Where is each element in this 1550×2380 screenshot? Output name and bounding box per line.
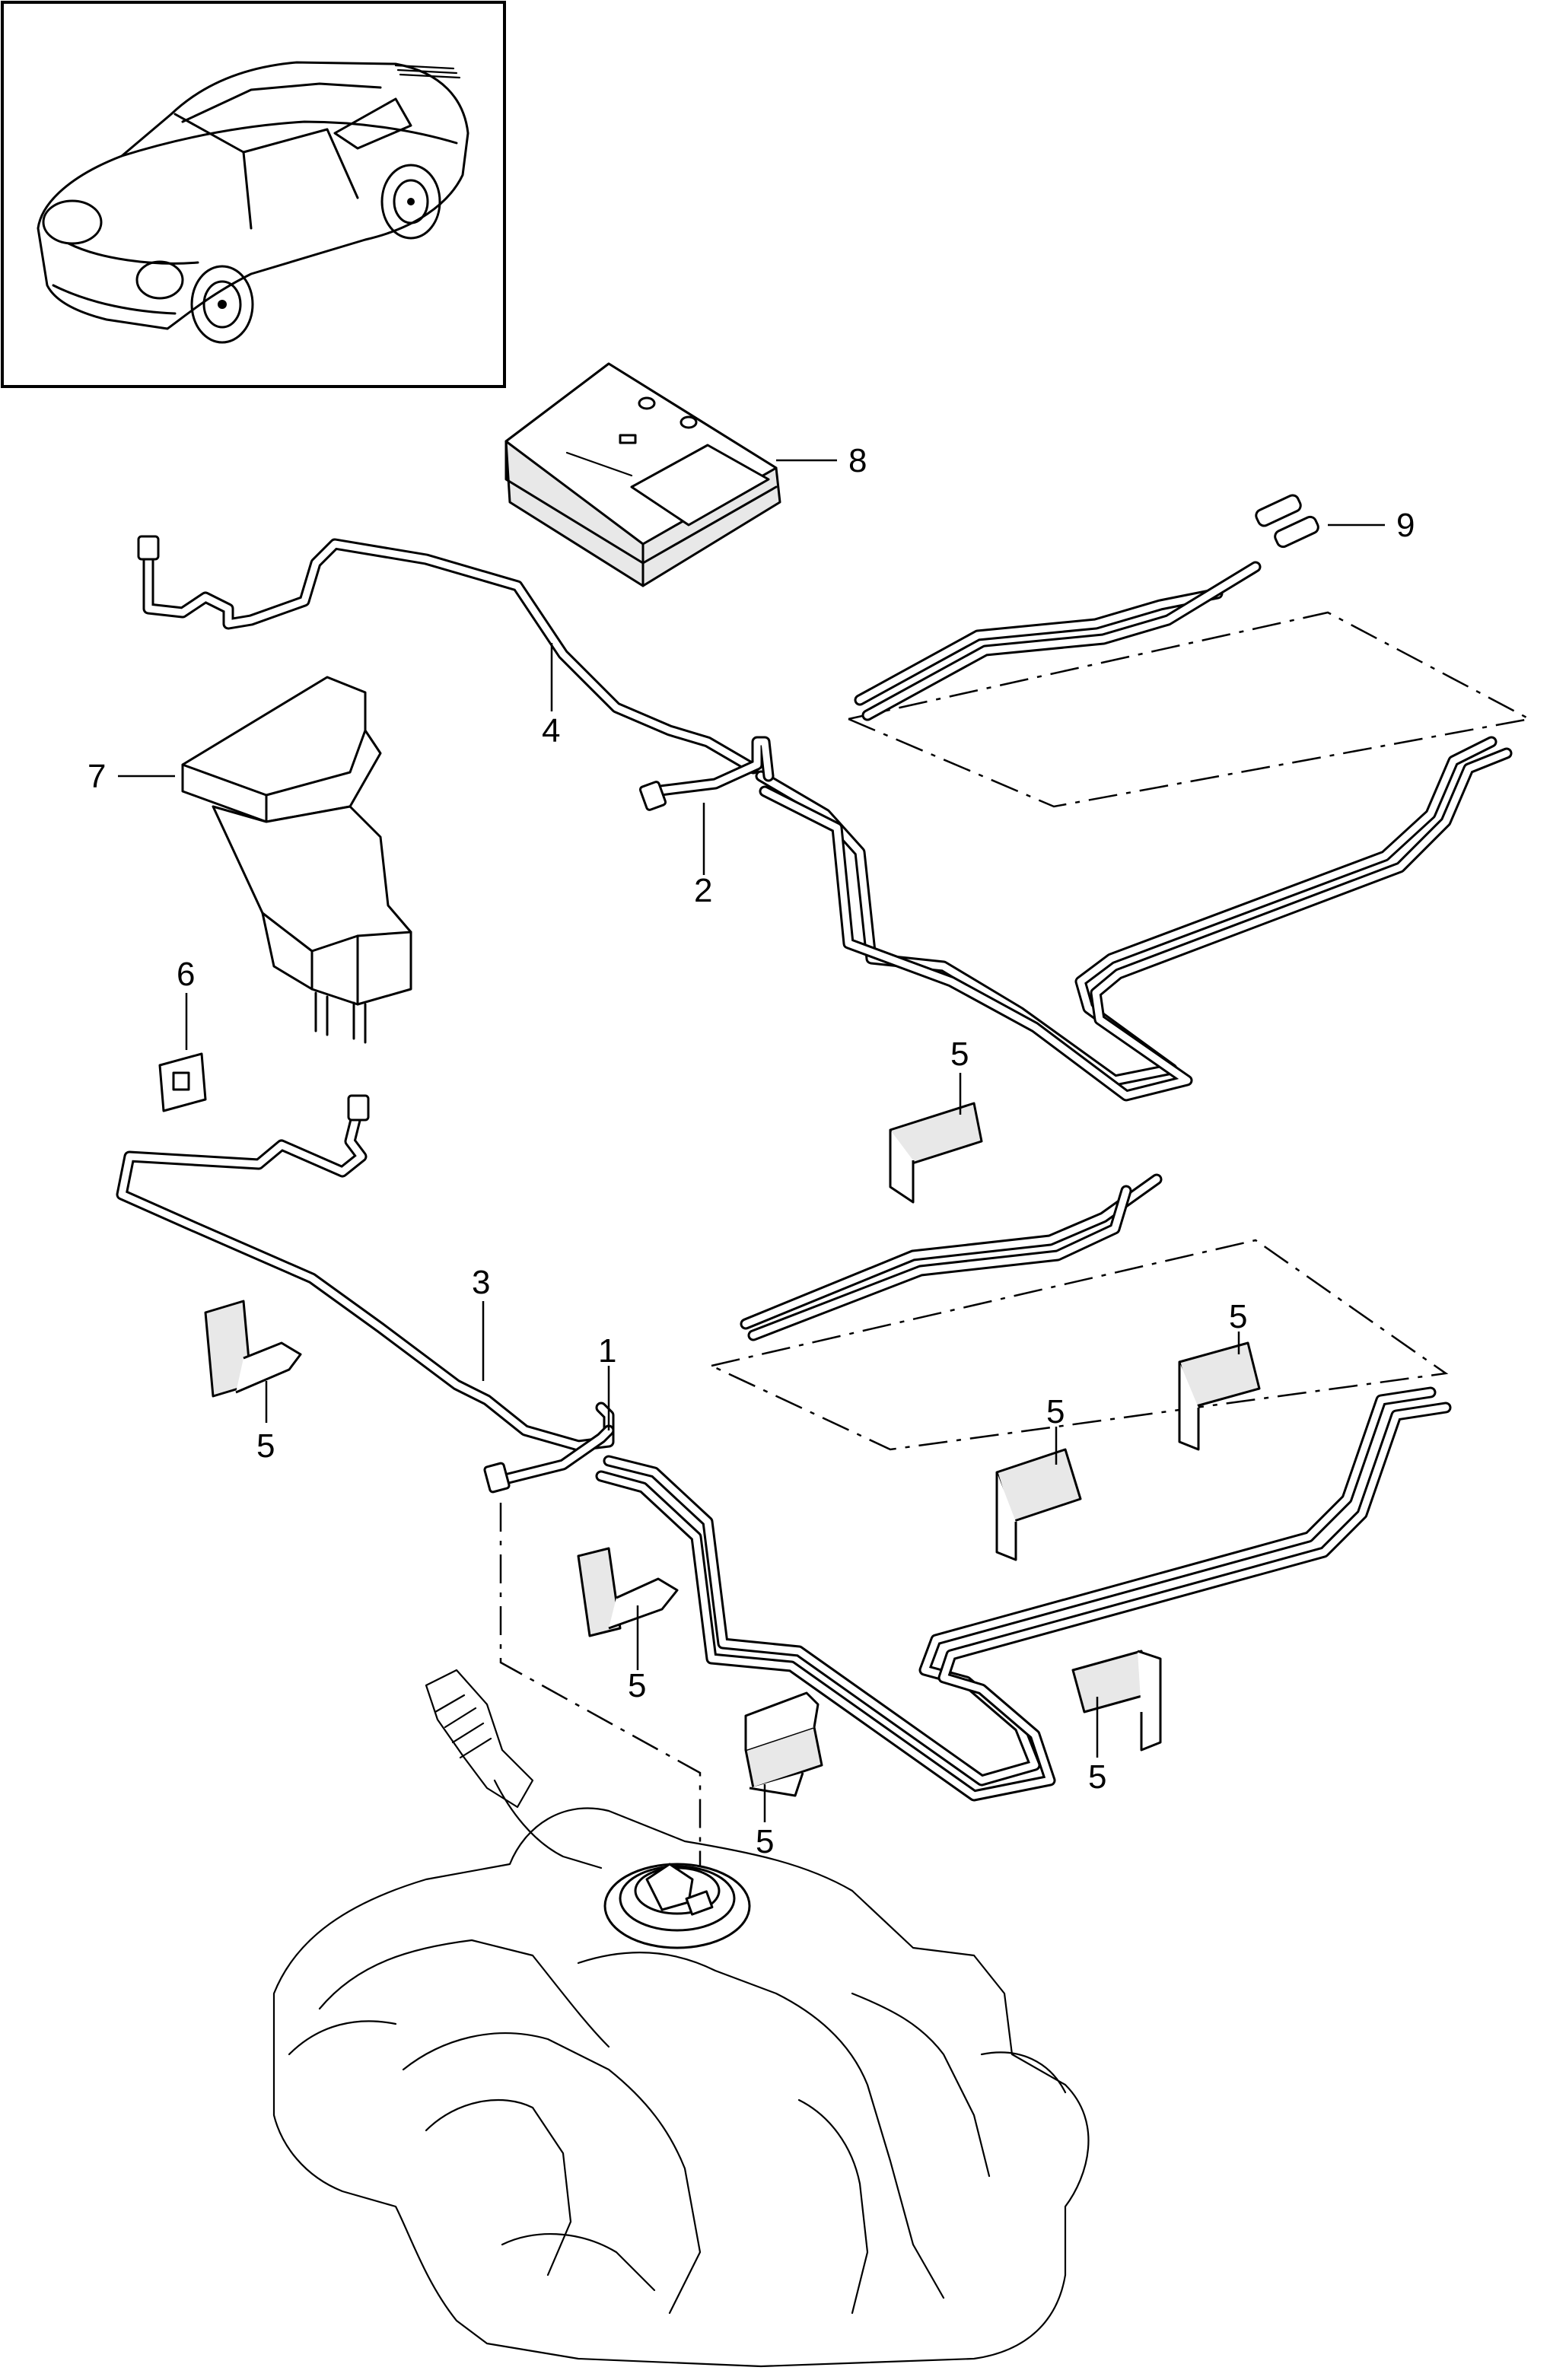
callout-leaders <box>118 459 1385 1822</box>
fuel-tank <box>272 1669 1090 2368</box>
part-5-bracket-g <box>1071 1650 1162 1752</box>
part-5-bracket-b <box>204 1300 302 1398</box>
callout-3: 3 <box>472 1264 490 1301</box>
upper-fuel-line-bundle <box>137 535 1513 1102</box>
callout-5-f: 5 <box>756 1823 774 1860</box>
lower-routing-frame <box>708 1239 1449 1451</box>
part-7-filter-housing <box>181 676 412 1044</box>
part-5-bracket-e <box>577 1547 679 1637</box>
callout-9: 9 <box>1396 507 1415 544</box>
porsche-911-car-icon <box>37 61 469 344</box>
callout-5-c: 5 <box>1229 1298 1247 1335</box>
callout-labels: 1 2 3 4 5 5 5 5 5 5 5 6 7 8 9 <box>88 442 1415 1860</box>
callout-2: 2 <box>694 872 712 909</box>
callout-5-g: 5 <box>1088 1758 1106 1796</box>
part-5-bracket-d <box>995 1448 1082 1561</box>
callout-4: 4 <box>542 712 560 749</box>
callout-7: 7 <box>88 758 106 795</box>
callout-6: 6 <box>177 956 195 993</box>
callout-5-e: 5 <box>628 1667 646 1704</box>
connector-to-tank-link <box>499 1503 702 1879</box>
vehicle-thumbnail <box>1 1 506 388</box>
callout-8: 8 <box>848 442 867 479</box>
part-6-clip <box>158 1052 207 1112</box>
callout-5-b: 5 <box>256 1427 275 1465</box>
callout-1: 1 <box>598 1332 616 1370</box>
callout-5-d: 5 <box>1046 1393 1065 1430</box>
part-5-bracket-a <box>889 1102 983 1204</box>
part-8-carbon-canister <box>504 362 781 587</box>
upper-routing-frame <box>845 611 1532 808</box>
part-5-bracket-f <box>744 1691 823 1797</box>
callout-5-a: 5 <box>950 1036 969 1073</box>
part-9-connector-plugs <box>1255 494 1319 549</box>
part-5-bracket-c <box>1178 1341 1261 1451</box>
lower-fuel-line-bundle <box>116 1094 1452 1802</box>
